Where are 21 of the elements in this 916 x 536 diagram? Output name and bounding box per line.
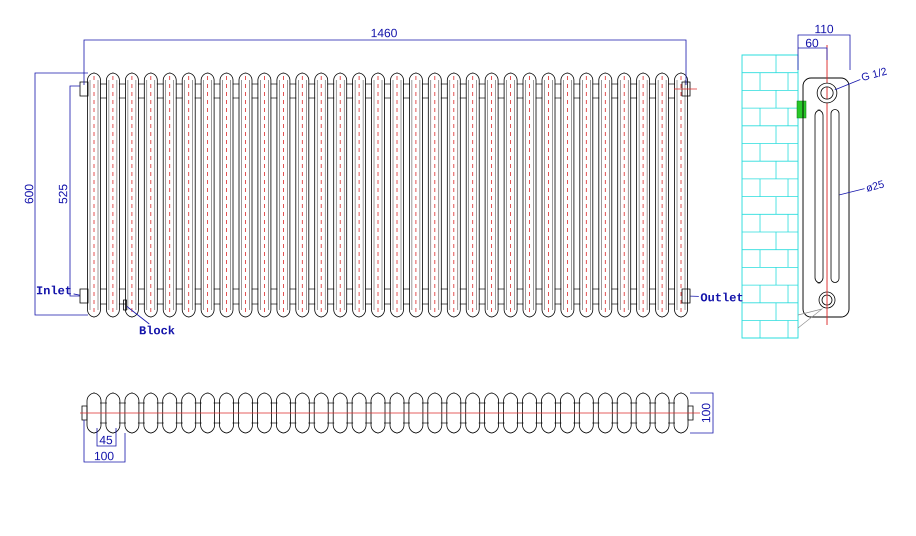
- leader-line: [839, 188, 865, 196]
- callout-text: Block: [140, 326, 175, 334]
- leader-line: [690, 296, 700, 297]
- dimension-text: 100: [702, 403, 710, 422]
- leader-line: [126, 306, 150, 324]
- dimension-text: 100: [94, 452, 114, 460]
- dimension-text: 60: [806, 38, 818, 48]
- pipe-port: [816, 82, 838, 104]
- dimension-text: 1460: [372, 28, 397, 38]
- dimension-text: 525: [58, 184, 68, 204]
- leader-line: [834, 79, 861, 90]
- valve-fitting: [682, 288, 690, 304]
- dimension-text: 110: [815, 24, 834, 34]
- dimension-text: 45: [100, 436, 112, 444]
- column-slot: [830, 109, 840, 283]
- callout-text: G 1/2: [862, 68, 888, 80]
- dimension-text: 600: [24, 184, 34, 204]
- valve-fitting: [80, 288, 88, 304]
- block-plug: [123, 300, 127, 310]
- leader-line: [73, 294, 80, 296]
- callout-text: ø25: [866, 180, 884, 192]
